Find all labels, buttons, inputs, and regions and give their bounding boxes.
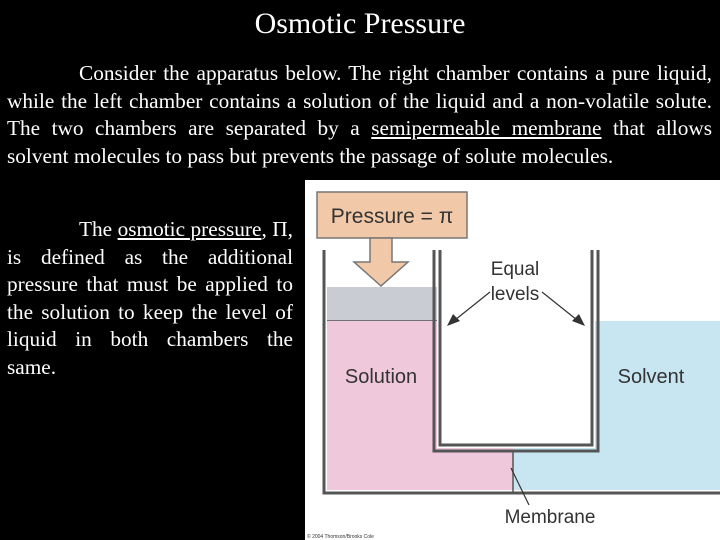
definition-text-2: , Π, is defined as the additional pressu…: [7, 217, 293, 379]
osmosis-apparatus-figure: Pressure = π Equal levels Solution: [305, 180, 720, 540]
equal-levels-arrow-right: [541, 291, 578, 321]
slide-title: Osmotic Pressure: [254, 7, 466, 40]
solvent-label: Solvent: [618, 366, 685, 388]
copyright-text: © 2004 Thomson/Brooks Cole: [307, 533, 374, 540]
piston: [327, 287, 437, 321]
solution-label: Solution: [345, 366, 417, 388]
membrane-pointer: [510, 467, 530, 506]
equal-levels-label-1: Equal: [491, 259, 540, 280]
solution-channel: [437, 448, 513, 490]
equal-levels-arrow-left: [454, 291, 491, 321]
outer-container-wall: [322, 250, 720, 495]
equal-levels-label-2: levels: [491, 284, 540, 305]
pressure-arrow: [352, 237, 410, 288]
definition-text-1: The: [79, 217, 118, 241]
pressure-label: Pressure = π: [331, 205, 453, 228]
solvent-channel: [513, 448, 595, 490]
solution-liquid: [327, 321, 437, 490]
semipermeable-membrane-link[interactable]: semipermeable membrane: [371, 116, 602, 140]
apparatus-diagram: Pressure = π Equal levels Solution: [307, 191, 720, 540]
inner-left-wall-outer: [432, 250, 600, 453]
osmotic-pressure-link[interactable]: osmotic pressure: [117, 217, 262, 241]
equal-levels-arrowhead-right: [572, 314, 585, 326]
definition-paragraph: The osmotic pressure, Π, is defined as t…: [7, 216, 293, 381]
inner-left-wall: [438, 250, 594, 447]
equal-levels-arrowhead-left: [447, 314, 460, 326]
intro-text-1: Consider the apparatus below. The right …: [7, 61, 712, 140]
intro-paragraph: Consider the apparatus below. The right …: [7, 60, 712, 170]
pressure-box: [316, 191, 468, 239]
intro-text-2: that allows solvent molecules to pass bu…: [7, 116, 713, 168]
solvent-liquid: [595, 321, 720, 490]
membrane-label: Membrane: [505, 507, 596, 528]
